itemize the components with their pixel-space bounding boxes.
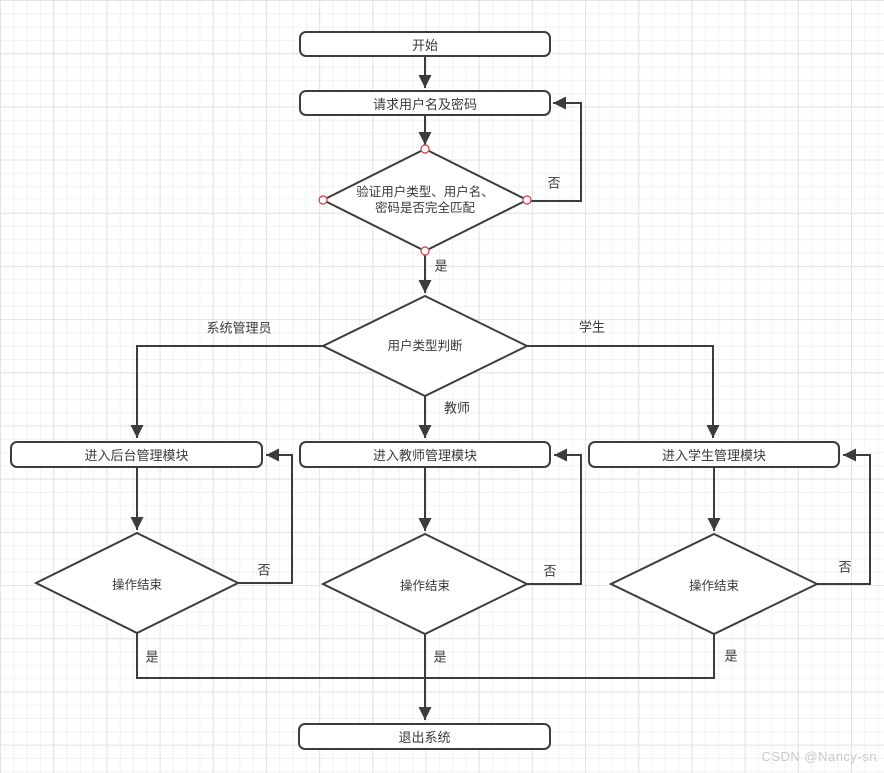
diamond-op-end-left[interactable] — [33, 531, 241, 635]
edge-label-branch-teacher: 教师 — [443, 400, 471, 416]
edge-label-branch-student: 学生 — [578, 319, 606, 335]
connection-point-left[interactable] — [318, 195, 328, 205]
node-start-label: 开始 — [411, 37, 438, 53]
connection-point-bottom[interactable] — [420, 246, 430, 256]
node-request-credentials[interactable]: 请求用户名及密码 — [299, 90, 551, 116]
edge-label-op-right-no: 否 — [838, 559, 852, 575]
node-teacher-module[interactable]: 进入教师管理模块 — [299, 441, 551, 468]
diamond-op-end-right[interactable] — [608, 532, 820, 636]
edge-verify-no-loop[interactable] — [527, 96, 582, 202]
node-student-module-label: 进入学生管理模块 — [661, 448, 766, 463]
node-exit-system-label: 退出系统 — [398, 730, 451, 745]
node-backend-module-label: 进入后台管理模块 — [84, 448, 189, 463]
diamond-op-end-mid[interactable] — [320, 532, 530, 636]
connection-point-right[interactable] — [522, 195, 532, 205]
node-teacher-module-label: 进入教师管理模块 — [372, 448, 477, 463]
edge-label-op-left-yes: 是 — [145, 649, 159, 665]
edge-branch-student[interactable] — [527, 345, 720, 438]
connection-point-top[interactable] — [420, 144, 430, 154]
edge-branch-admin[interactable] — [130, 345, 323, 438]
diamond-op-end-left-label: 操作结束 — [111, 577, 163, 592]
edge-opend-left-no-loop[interactable] — [238, 448, 293, 584]
edge-label-op-mid-no: 否 — [543, 563, 557, 579]
edge-label-verify-yes: 是 — [434, 258, 448, 274]
diamond-user-type-label: 用户类型判断 — [387, 338, 463, 353]
edge-label-branch-admin: 系统管理员 — [206, 320, 272, 336]
edge-label-op-right-yes: 是 — [724, 648, 738, 664]
edge-opend-left-yes[interactable] — [136, 633, 425, 679]
diamond-verify-label-line1: 验证用户类型、用户名、 — [356, 184, 494, 199]
node-request-credentials-label: 请求用户名及密码 — [372, 96, 477, 112]
diamond-user-type[interactable] — [320, 294, 530, 398]
diamond-verify-label: 验证用户类型、用户名、 密码是否完全匹配 — [356, 184, 494, 217]
node-student-module[interactable]: 进入学生管理模块 — [588, 441, 840, 468]
edge-label-op-left-no: 否 — [257, 562, 271, 578]
node-start[interactable]: 开始 — [299, 31, 551, 57]
diamond-verify-label-line2: 密码是否完全匹配 — [374, 201, 476, 215]
edge-opend-right-no-loop[interactable] — [817, 448, 871, 585]
edge-label-verify-no: 否 — [547, 175, 561, 191]
edge-label-op-mid-yes: 是 — [433, 649, 447, 665]
node-backend-module[interactable]: 进入后台管理模块 — [10, 441, 263, 468]
node-exit-system[interactable]: 退出系统 — [298, 723, 551, 750]
edge-opend-mid-no-loop[interactable] — [527, 448, 582, 585]
diamond-op-end-mid-label: 操作结束 — [399, 578, 451, 593]
diamond-op-end-right-label: 操作结束 — [688, 578, 740, 593]
csdn-watermark: CSDN @Nancy-sn — [761, 749, 877, 764]
edge-opend-right-yes[interactable] — [425, 634, 715, 679]
